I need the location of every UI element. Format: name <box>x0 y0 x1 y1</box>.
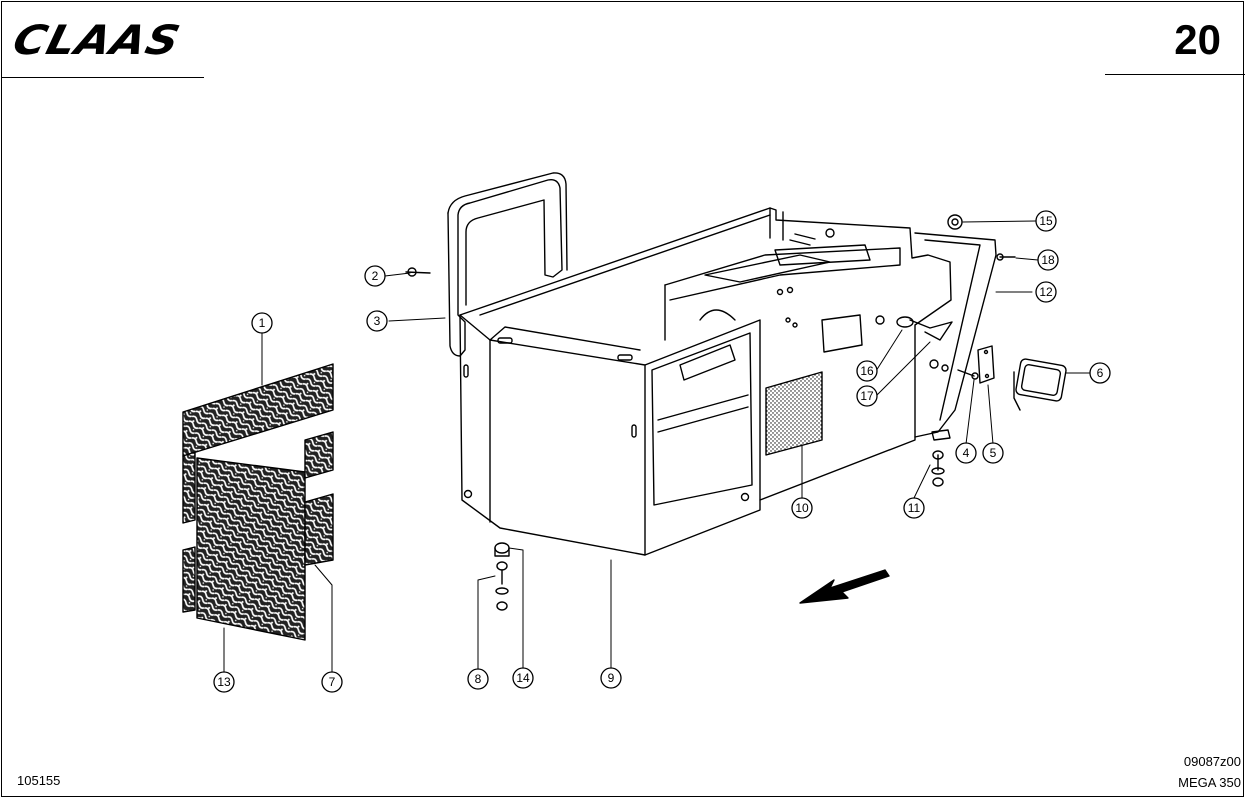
callout-13-label: 13 <box>217 675 231 689</box>
callout-15: 15 <box>1035 210 1057 232</box>
callout-14-label: 14 <box>516 671 530 685</box>
callout-13: 13 <box>213 671 235 693</box>
callout-10-label: 10 <box>795 501 809 515</box>
callout-15-label: 15 <box>1039 214 1053 228</box>
callout-17: 17 <box>856 385 878 407</box>
direction-arrow <box>799 569 890 604</box>
drawing-code: 09087z00 <box>1183 754 1241 769</box>
callout-12: 12 <box>1035 281 1057 303</box>
callout-17-label: 17 <box>860 389 874 403</box>
callout-9-label: 9 <box>608 671 615 685</box>
model-name: MEGA 350 <box>1178 775 1241 790</box>
callout-18: 18 <box>1037 249 1059 271</box>
callout-7-label: 7 <box>329 675 336 689</box>
part-10-grille <box>765 371 823 456</box>
page-number: 20 <box>1174 16 1221 63</box>
part-13-mat <box>182 363 334 641</box>
callout-2-label: 2 <box>372 269 379 283</box>
part-3-frame <box>447 172 568 357</box>
callout-9: 9 <box>600 667 622 689</box>
callout-3-label: 3 <box>374 314 381 328</box>
part-5-bracket <box>977 345 995 384</box>
callout-7: 7 <box>321 671 343 693</box>
part-12-side-panel <box>914 232 997 438</box>
callout-6: 6 <box>1089 362 1111 384</box>
callout-11: 11 <box>903 497 925 519</box>
callout-8-label: 8 <box>475 672 482 686</box>
callout-18-label: 18 <box>1041 253 1055 267</box>
callout-12-label: 12 <box>1039 285 1053 299</box>
callout-5: 5 <box>982 442 1004 464</box>
callout-4-label: 4 <box>963 446 970 460</box>
part-6-lamp <box>1013 358 1067 411</box>
leader-lines <box>223 220 1091 674</box>
callout-1: 1 <box>251 312 273 334</box>
callouts: 1 2 3 4 5 6 7 8 9 10 11 12 13 14 15 16 1… <box>213 210 1111 693</box>
callout-10: 10 <box>791 497 813 519</box>
callout-8: 8 <box>467 668 489 690</box>
callout-2: 2 <box>364 265 386 287</box>
callout-4: 4 <box>955 442 977 464</box>
callout-16: 16 <box>856 360 878 382</box>
callout-3: 3 <box>366 310 388 332</box>
header-rule-left <box>1 77 204 78</box>
hardware <box>405 214 1016 611</box>
callout-11-label: 11 <box>908 501 921 515</box>
callout-16-label: 16 <box>860 364 874 378</box>
callout-6-label: 6 <box>1097 366 1104 380</box>
callout-14: 14 <box>512 667 534 689</box>
document-id: 105155 <box>17 773 61 788</box>
part-7-mat <box>304 431 334 566</box>
callout-5-label: 5 <box>990 446 997 460</box>
part-9-housing <box>459 207 952 556</box>
header-rule-right <box>1105 74 1245 75</box>
callout-1-label: 1 <box>259 316 266 330</box>
